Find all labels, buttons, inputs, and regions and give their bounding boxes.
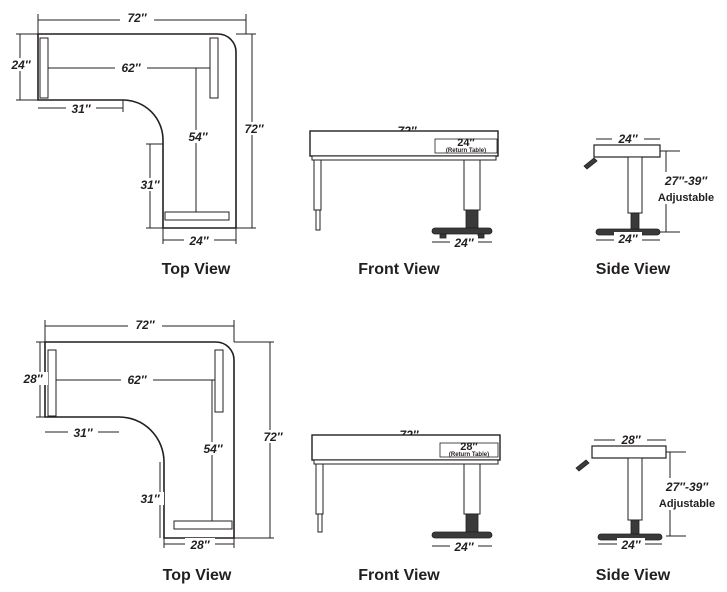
desk2-top-inner-span-label: 62″ bbox=[127, 373, 147, 387]
desk1-top-right-leg bbox=[209, 37, 219, 99]
desk2-front-base-label: 24″ bbox=[453, 540, 474, 554]
desk1-front-view: 72″ 24″ (Return Table) 24″ bbox=[309, 124, 499, 250]
desk2-side-view: 28″ 24″ 27″-39″ Adjustable bbox=[575, 433, 727, 552]
desk2-top-return-lower-label: 31″ bbox=[140, 492, 160, 506]
desk1-top-width-label: 72″ bbox=[127, 11, 147, 25]
desk1-side-height-label: 27″-39″ bbox=[664, 174, 708, 188]
desk1-top-return-inner-label: 54″ bbox=[188, 130, 208, 144]
desk2-front-return-width-label: 28″ bbox=[460, 441, 478, 453]
desk1-top-depth-label: 72″ bbox=[244, 122, 264, 136]
desk2-top-right-leg bbox=[214, 349, 224, 413]
desk2-top-outline bbox=[44, 341, 235, 539]
desk1-front-base-label: 24″ bbox=[453, 236, 474, 250]
desk1-front-view-caption: Front View bbox=[358, 261, 440, 278]
desk2-side-top-label: 28″ bbox=[620, 433, 641, 447]
desk2-side-view-caption: Side View bbox=[596, 567, 671, 584]
desk2-top-view: 72″ 28″ 62″ 31″ 54″ 31″ 72″ 28″ bbox=[20, 318, 286, 552]
desk2-top-return-inner-label: 54″ bbox=[203, 442, 223, 456]
desk2-side-top bbox=[591, 445, 667, 459]
desk1-side-base-label: 24″ bbox=[617, 232, 638, 246]
desk2-side-adjustable-label: Adjustable bbox=[659, 498, 715, 510]
desk1-top-return-lower-label: 31″ bbox=[140, 178, 160, 192]
desk1-top-return-width-label: 24″ bbox=[188, 234, 209, 248]
desk2-front-view-caption: Front View bbox=[358, 567, 440, 584]
desk1-side-top-label: 24″ bbox=[617, 132, 638, 146]
desk1-side-top bbox=[593, 144, 661, 158]
desk1-top-inner-span-label: 62″ bbox=[121, 61, 141, 75]
desk1-side-crank-icon bbox=[583, 157, 598, 170]
desk1-top-inner-curve-label: 31″ bbox=[71, 102, 91, 116]
desk2-side-crank-icon bbox=[575, 459, 590, 472]
desk1-top-left-depth-label: 24″ bbox=[10, 58, 31, 72]
desk1-side-adjustable-label: Adjustable bbox=[658, 192, 714, 204]
desk1-top-view-caption: Top View bbox=[162, 261, 231, 278]
desk2-top-return-width-label: 28″ bbox=[189, 538, 210, 552]
desk2-front-return-note: (Return Table) bbox=[449, 452, 489, 458]
desk1-front-return-note: (Return Table) bbox=[446, 148, 486, 154]
desk2-top-left-leg bbox=[47, 349, 57, 417]
desk1-front-return-width-label: 24″ bbox=[457, 137, 475, 149]
desk2-front-view: 72″ 28″ (Return Table) 24″ bbox=[311, 428, 501, 554]
desk1-top-outline bbox=[37, 33, 237, 229]
desk2-side-height-label: 27″-39″ bbox=[665, 480, 709, 494]
desk1-side-view: 24″ 24″ 27″-39″ Adjustable bbox=[583, 132, 727, 246]
desk1-top-view: 72″ 24″ 62″ 31″ 54″ 31″ bbox=[8, 11, 268, 248]
desk2-top-return-leg bbox=[173, 520, 233, 530]
desk2-side-base-label: 24″ bbox=[620, 538, 641, 552]
desk1-top-left-leg bbox=[39, 37, 49, 99]
desk2-top-depth-label: 72″ bbox=[263, 430, 283, 444]
desk2-top-view-caption: Top View bbox=[163, 567, 232, 584]
desk1-top-return-leg bbox=[164, 211, 230, 221]
desk2-top-inner-curve-label: 31″ bbox=[73, 426, 93, 440]
desk1-side-view-caption: Side View bbox=[596, 261, 671, 278]
desk2-top-left-depth-label: 28″ bbox=[22, 372, 43, 386]
desk2-top-width-label: 72″ bbox=[135, 318, 155, 332]
